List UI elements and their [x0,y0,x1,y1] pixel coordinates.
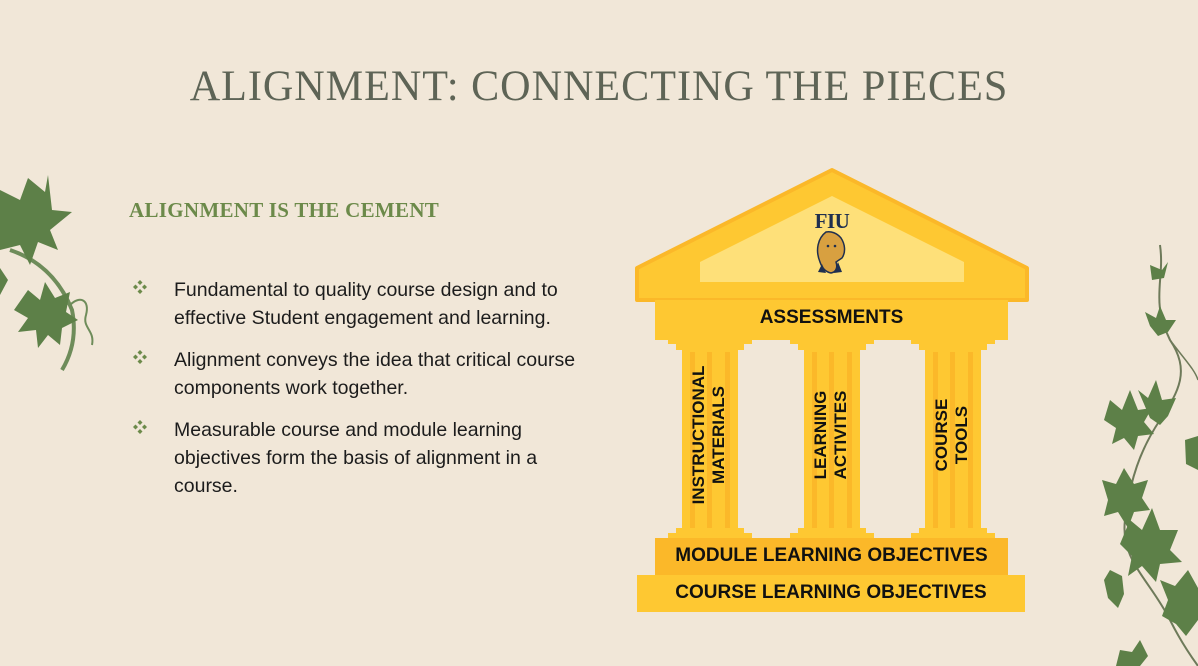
pillar-label-line1: COURSE [932,398,951,472]
diamond-cluster-bullet-icon [133,350,147,364]
bullet-text: Measurable course and module learning ob… [174,419,538,497]
diamond-cluster-bullet-icon [133,420,147,434]
pillar-label-line1: INSTRUCTIONAL [689,365,708,505]
bullet-text: Fundamental to quality course design and… [174,279,558,329]
pillar-learning-activities: LEARNING ACTIVITES [811,357,853,513]
bullet-item: Measurable course and module learning ob… [132,416,592,500]
pillar-label-line2: TOOLS [952,405,971,465]
course-base-band [637,575,1025,612]
assessments-band [655,300,1008,340]
pillar-label-line2: ACTIVITES [831,390,850,480]
module-objectives-label: MODULE LEARNING OBJECTIVES [675,545,988,566]
bullet-item: Alignment conveys the idea that critical… [132,346,592,402]
fiu-panther-logo-icon [816,231,846,274]
ivy-leaves-left-icon [0,175,94,372]
pillar-instructional-materials: INSTRUCTIONAL MATERIALS [689,357,731,513]
slide-title: ALIGNMENT: CONNECTING THE PIECES [189,63,1009,110]
diamond-cluster-bullet-icon [133,280,147,294]
pillars [682,350,981,528]
pillar-label-line2: MATERIALS [709,386,728,484]
ivy-vine-right-icon [1102,244,1198,666]
course-objectives-label: COURSE LEARNING OBJECTIVES [675,582,987,603]
assessments-label: ASSESSMENTS [759,307,904,328]
bullet-text: Alignment conveys the idea that critical… [174,349,576,399]
bullet-item: Fundamental to quality course design and… [132,276,592,332]
pillar-label-line1: LEARNING [811,390,830,480]
module-base-band [655,538,1008,575]
bullet-list: Fundamental to quality course design and… [132,276,592,514]
slide-subtitle: ALIGNMENT IS THE CEMENT [129,198,440,222]
fiu-logo-text: FIU [814,209,850,233]
pillar-course-tools: COURSE TOOLS [932,357,974,513]
